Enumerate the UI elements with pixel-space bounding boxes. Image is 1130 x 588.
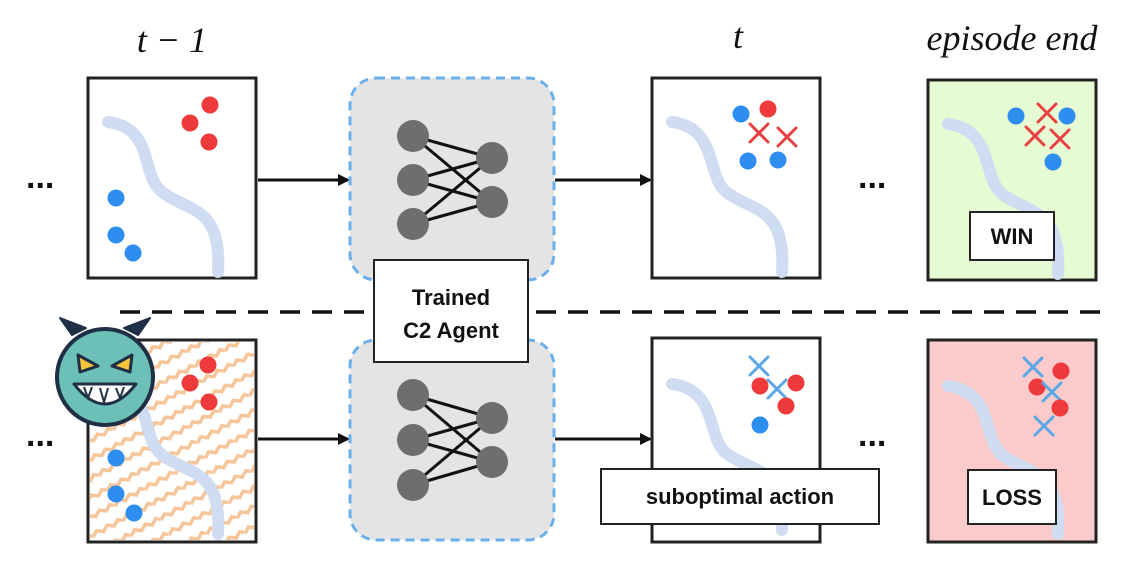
agent-label-line1: Trained (412, 285, 490, 310)
header-t: t (733, 16, 744, 56)
blue-cross (1033, 415, 1055, 437)
win-badge (969, 211, 1055, 261)
top-ellipsis-right: ... (858, 158, 886, 196)
neuron (397, 424, 429, 456)
neuron (476, 446, 508, 478)
red-cross (776, 126, 798, 148)
red-unit (181, 374, 199, 392)
agent-bottom (348, 338, 556, 542)
devil-icon (55, 317, 155, 427)
red-unit (181, 114, 199, 132)
red-cross (748, 122, 770, 144)
blue-unit (732, 105, 750, 123)
blue-cross (1041, 381, 1063, 403)
header-t-minus-1: t − 1 (137, 20, 207, 60)
blue-unit (125, 504, 143, 522)
blue-unit (107, 226, 125, 244)
blue-cross (766, 378, 788, 400)
red-unit (200, 133, 218, 151)
river (666, 116, 789, 278)
blue-unit (107, 449, 125, 467)
suboptimal-action-label: suboptimal action (646, 484, 834, 509)
neuron (397, 208, 429, 240)
neuron (397, 379, 429, 411)
blue-unit (1058, 107, 1076, 125)
top-state-t (650, 76, 822, 280)
top-ellipsis-left: ... (26, 158, 54, 196)
suboptimal-action-box: suboptimal action (600, 468, 880, 525)
red-unit (200, 393, 218, 411)
red-cross (1049, 128, 1071, 150)
blue-cross (748, 355, 770, 377)
red-unit (201, 96, 219, 114)
top-state-episode-end: WIN (926, 78, 1098, 282)
blue-unit (124, 244, 142, 262)
bottom-ellipsis-left: ... (26, 416, 54, 454)
red-unit (777, 397, 795, 415)
neuron (397, 120, 429, 152)
bottom-state-episode-end: LOSS (926, 338, 1098, 544)
loss-badge (967, 469, 1057, 525)
red-unit (751, 377, 769, 395)
neuron (397, 164, 429, 196)
red-unit (1051, 399, 1069, 417)
blue-unit (739, 152, 757, 170)
blue-unit (107, 485, 125, 503)
blue-cross (1022, 356, 1044, 378)
neuron (476, 186, 508, 218)
red-unit (759, 100, 777, 118)
red-unit (199, 356, 217, 374)
blue-unit (751, 416, 769, 434)
river (102, 116, 225, 278)
neuron (476, 402, 508, 434)
agent-label-line2: C2 Agent (403, 318, 499, 343)
red-unit (1052, 362, 1070, 380)
blue-unit (1007, 107, 1025, 125)
red-unit (1028, 378, 1046, 396)
red-unit (787, 374, 805, 392)
blue-unit (107, 189, 125, 207)
loss-label: LOSS (982, 485, 1042, 510)
bottom-ellipsis-right: ... (858, 416, 886, 454)
red-cross (1024, 125, 1046, 147)
top-state-t-minus-1 (86, 76, 258, 280)
agent-top (348, 76, 556, 282)
header-episode-end: episode end (927, 18, 1099, 58)
win-label: WIN (991, 224, 1034, 249)
blue-unit (769, 151, 787, 169)
neuron (397, 469, 429, 501)
neuron (476, 142, 508, 174)
red-cross (1036, 102, 1058, 124)
agent-label-box: Trained C2 Agent (373, 259, 529, 363)
blue-unit (1044, 153, 1062, 171)
